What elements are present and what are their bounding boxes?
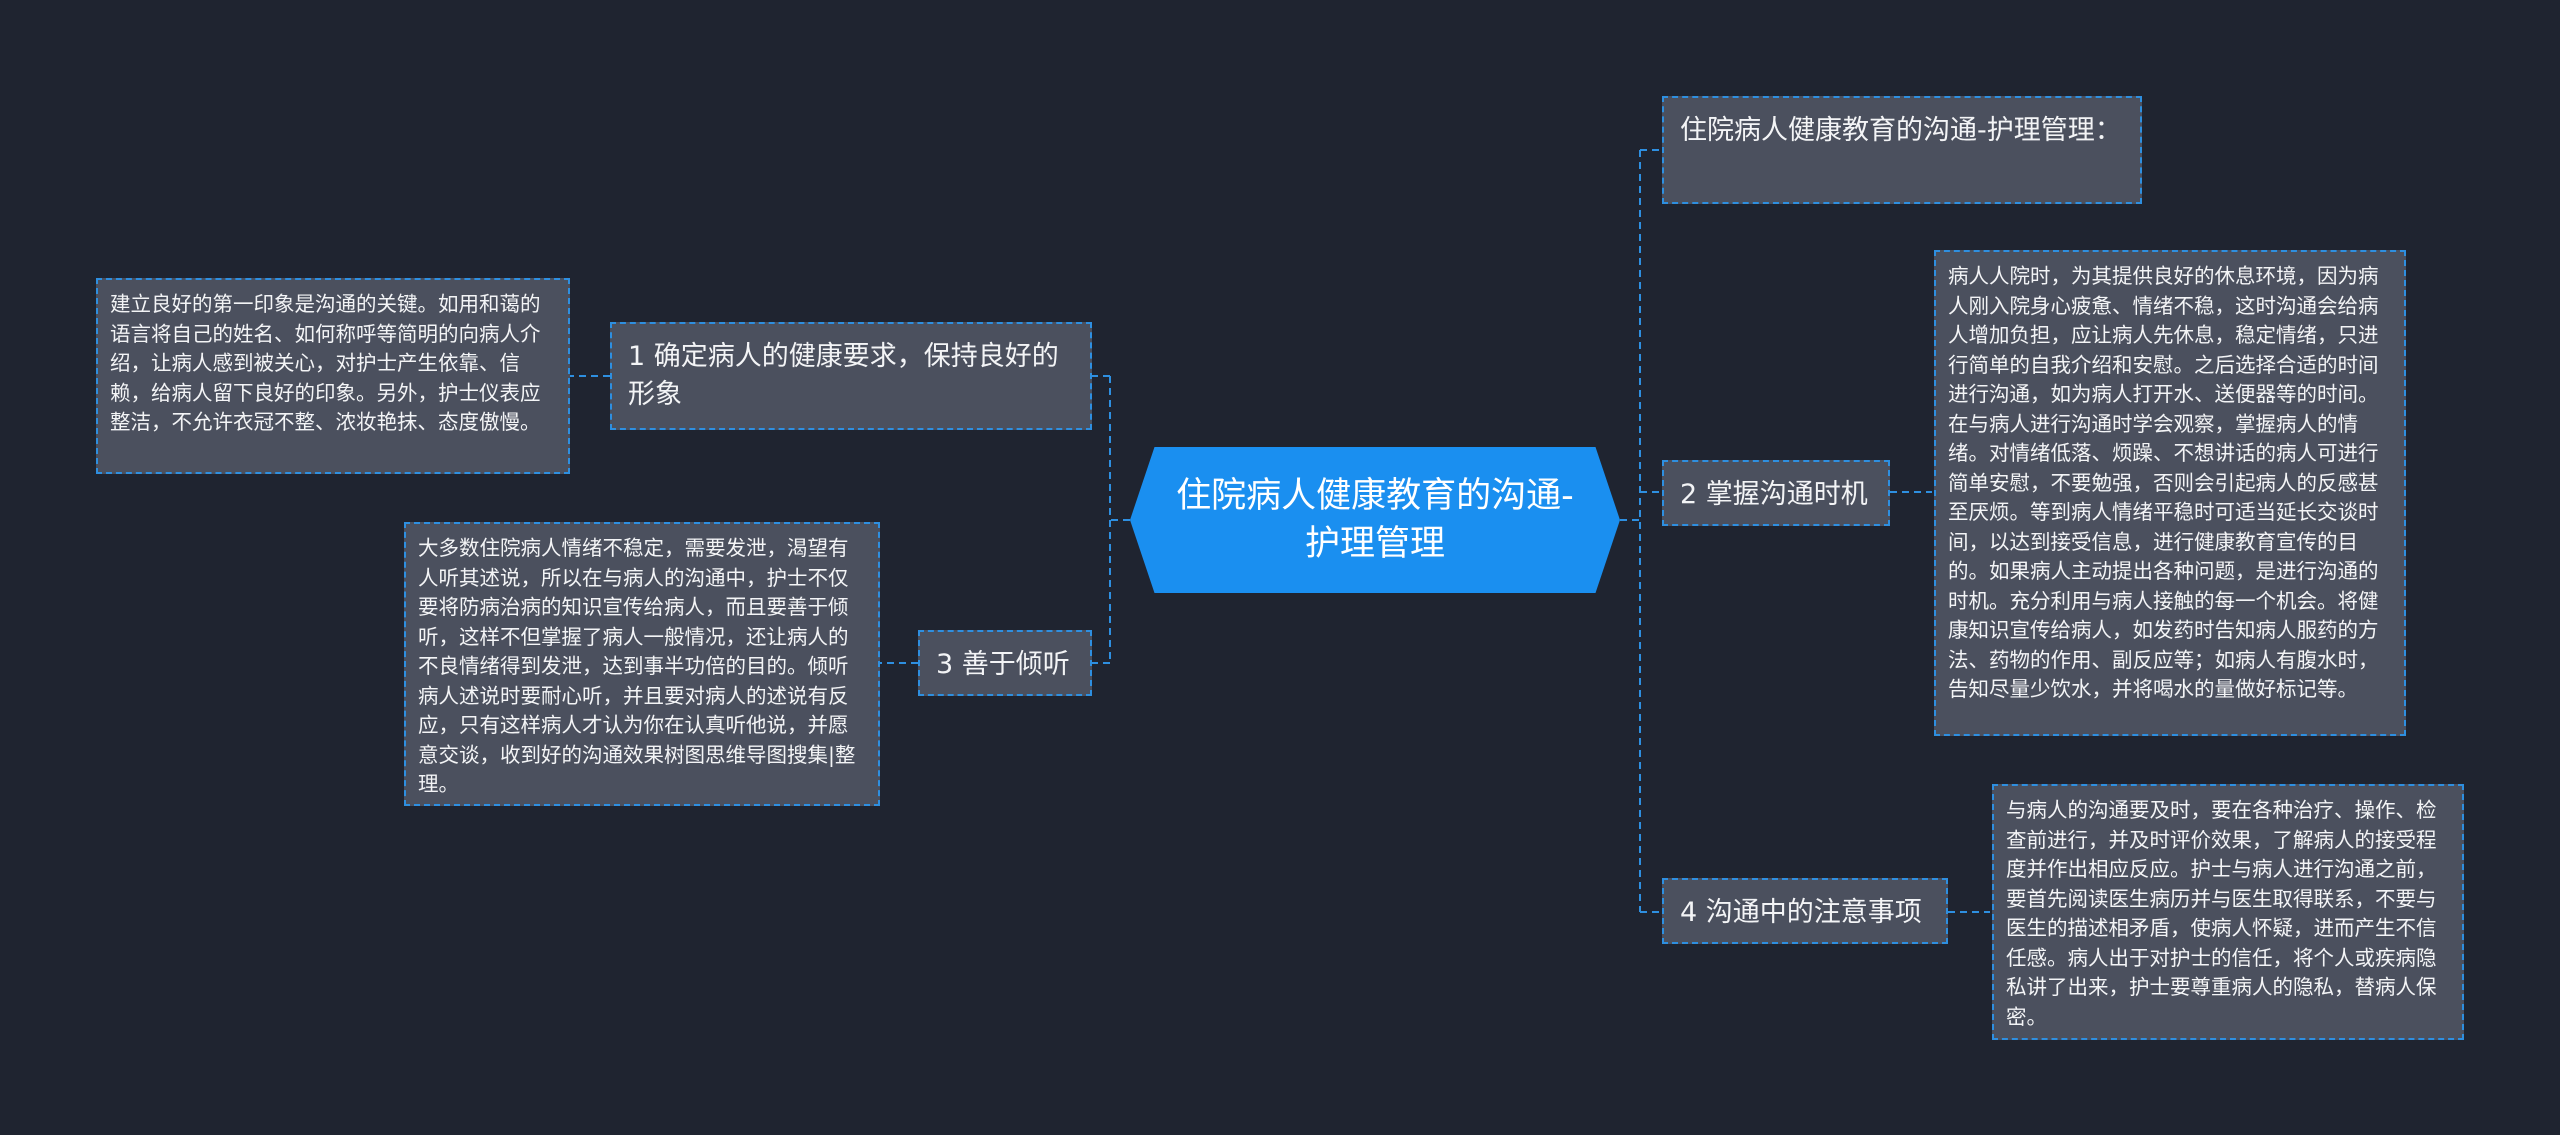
detail-text: 大多数住院病人情绪不稳定，需要发泄，渴望有人听其述说，所以在与病人的沟通中，护士… <box>418 536 856 796</box>
topic-label: 1 确定病人的健康要求，保持良好的形象 <box>628 341 1059 410</box>
connector-left-trunk <box>1092 375 1130 664</box>
detail-text: 病人人院时，为其提供良好的休息环境，因为病人刚入院身心疲惫、情绪不稳，这时沟通会… <box>1948 264 2379 701</box>
topic-node-requirements[interactable]: 1 确定病人的健康要求，保持良好的形象 <box>610 322 1092 430</box>
root-node[interactable]: 住院病人健康教育的沟通-护理管理 <box>1130 447 1620 593</box>
topic-label: 2 掌握沟通时机 <box>1680 479 1868 510</box>
detail-node-listening[interactable]: 大多数住院病人情绪不稳定，需要发泄，渴望有人听其述说，所以在与病人的沟通中，护士… <box>404 522 880 806</box>
topic-label: 4 沟通中的注意事项 <box>1680 897 1922 928</box>
detail-node-notes[interactable]: 与病人的沟通要及时，要在各种治疗、操作、检查前进行，并及时评价效果，了解病人的接… <box>1992 784 2464 1040</box>
detail-node-requirements[interactable]: 建立良好的第一印象是沟通的关键。如用和蔼的语言将自己的姓名、如何称呼等简明的向病… <box>96 278 570 474</box>
root-label: 住院病人健康教育的沟通-护理管理 <box>1176 476 1574 564</box>
topic-label: 3 善于倾听 <box>936 649 1070 680</box>
topic-node-notes[interactable]: 4 沟通中的注意事项 <box>1662 878 1948 944</box>
topic-node-timing[interactable]: 2 掌握沟通时机 <box>1662 460 1890 526</box>
detail-text: 建立良好的第一印象是沟通的关键。如用和蔼的语言将自己的姓名、如何称呼等简明的向病… <box>110 292 541 434</box>
connector-right-trunk <box>1620 149 1660 913</box>
topic-node-listening[interactable]: 3 善于倾听 <box>918 630 1092 696</box>
detail-text: 与病人的沟通要及时，要在各种治疗、操作、检查前进行，并及时评价效果，了解病人的接… <box>2006 798 2437 1029</box>
topic-node-intro[interactable]: 住院病人健康教育的沟通-护理管理： <box>1662 96 2142 204</box>
topic-label: 住院病人健康教育的沟通-护理管理： <box>1680 115 2122 146</box>
detail-node-timing[interactable]: 病人人院时，为其提供良好的休息环境，因为病人刚入院身心疲惫、情绪不稳，这时沟通会… <box>1934 250 2406 736</box>
